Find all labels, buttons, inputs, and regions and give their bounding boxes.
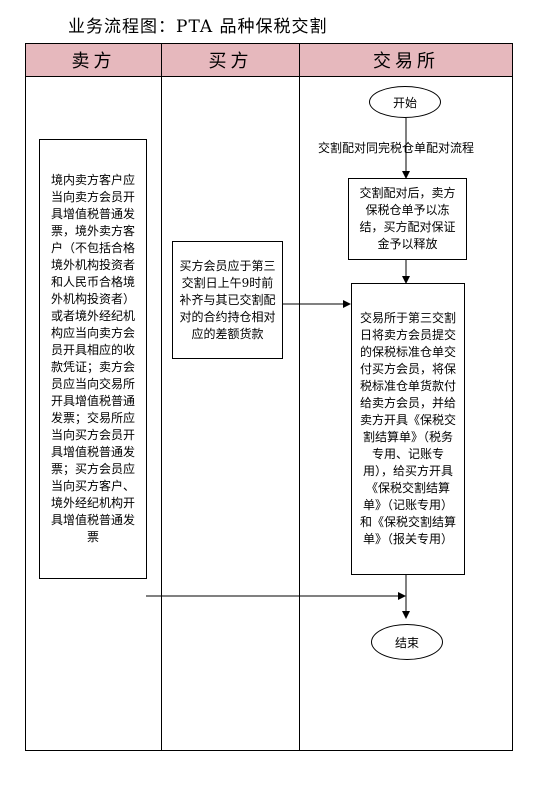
lane-divider — [161, 44, 162, 750]
flow-label: 交割配对同完税仓单配对流程 — [318, 141, 475, 155]
end-node: 结束 — [371, 624, 443, 660]
lane-header-buyer: 买方 — [162, 44, 299, 77]
release-box: 交割配对后，卖方保税仓单予以冻结，买方配对保证金予以释放 — [348, 178, 467, 260]
lane-divider — [299, 44, 300, 750]
start-node: 开始 — [369, 86, 441, 118]
lane-header-exchange: 交易所 — [300, 44, 512, 77]
swimlane-frame — [25, 43, 513, 751]
seller-invoice-box: 境内卖方客户应当向卖方会员开具增值税普通发票，境外卖方客户（不包括合格境外机构投… — [39, 139, 147, 579]
page-title: 业务流程图：PTA 品种保税交割 — [68, 17, 328, 37]
exchange-transfer-box: 交易所于第三交割日将卖方会员提交的保税标准仓单交付买方会员，将保税标准仓单货款付… — [351, 283, 465, 575]
lane-header-seller: 卖方 — [26, 44, 161, 77]
buyer-payment-box: 买方会员应于第三交割日上午9时前补齐与其已交割配对的合约持仓相对应的差额货款 — [172, 241, 283, 359]
